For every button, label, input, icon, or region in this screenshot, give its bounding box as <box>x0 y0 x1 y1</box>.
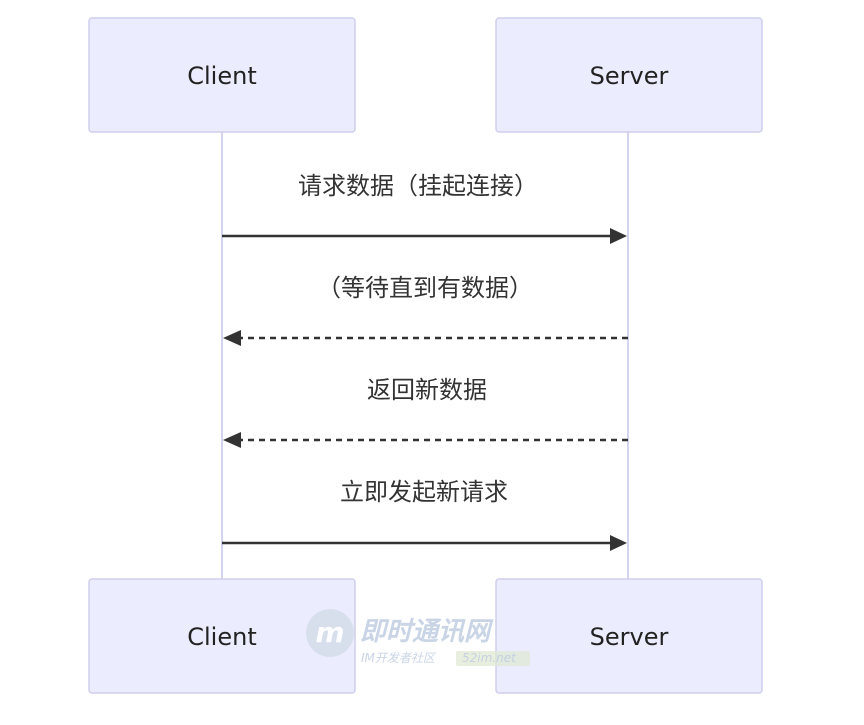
watermark: m 即时通讯网 IM开发者社区 52im.net <box>306 609 530 666</box>
watermark-title: 即时通讯网 <box>360 617 494 647</box>
actor-server-bottom-label: Server <box>590 623 669 651</box>
actor-client-bottom-label: Client <box>187 623 256 651</box>
message-2-arrowhead <box>223 330 241 346</box>
watermark-domain-badge <box>456 651 530 666</box>
message-2-label: （等待直到有数据） <box>317 274 533 302</box>
actor-client-top: Client <box>88 17 356 133</box>
message-3-arrowhead <box>223 432 241 448</box>
actor-client-top-label: Client <box>187 62 256 90</box>
message-4-label: 立即发起新请求 <box>340 478 508 506</box>
actor-server-bottom: Server <box>495 578 763 694</box>
actor-server-top: Server <box>495 17 763 133</box>
message-3-label: 返回新数据 <box>367 376 487 404</box>
message-1-arrowhead <box>610 228 627 244</box>
message-4-arrowhead <box>610 535 627 551</box>
message-1-label: 请求数据（挂起连接） <box>298 172 538 200</box>
watermark-logo-icon <box>306 609 354 657</box>
actor-client-bottom: Client <box>88 578 356 694</box>
watermark-subtitle: IM开发者社区 <box>361 651 437 665</box>
actor-server-top-label: Server <box>590 62 669 90</box>
watermark-logo-letter: m <box>315 616 344 649</box>
watermark-domain: 52im.net <box>462 651 517 665</box>
